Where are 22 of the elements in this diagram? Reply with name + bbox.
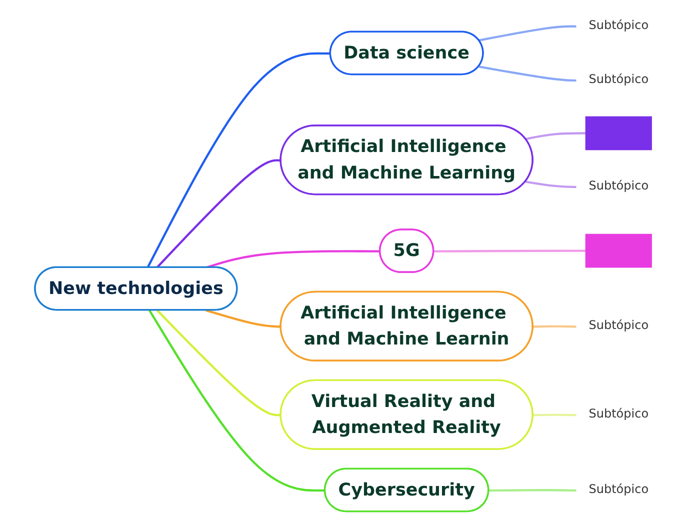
connector xyxy=(533,414,577,416)
connector xyxy=(525,132,586,140)
connector xyxy=(206,309,282,328)
connector xyxy=(156,310,282,416)
connector xyxy=(206,250,380,269)
node-text: Subtópico xyxy=(588,318,649,332)
connector xyxy=(478,25,577,42)
connector xyxy=(533,325,577,328)
connector xyxy=(526,180,577,188)
node-text: Subtópico xyxy=(588,72,649,86)
node-text: Subtópico xyxy=(588,18,649,32)
connector xyxy=(488,489,577,492)
connector xyxy=(478,66,577,82)
connector xyxy=(148,310,326,492)
connector xyxy=(156,159,282,268)
connector xyxy=(146,52,331,268)
node-text: Subtópico xyxy=(588,406,649,421)
node-bar xyxy=(585,234,652,268)
connector xyxy=(434,250,586,252)
node-text: Subtópico xyxy=(588,178,649,193)
node-text: Subtópico xyxy=(588,482,649,496)
node-bar xyxy=(585,116,652,150)
